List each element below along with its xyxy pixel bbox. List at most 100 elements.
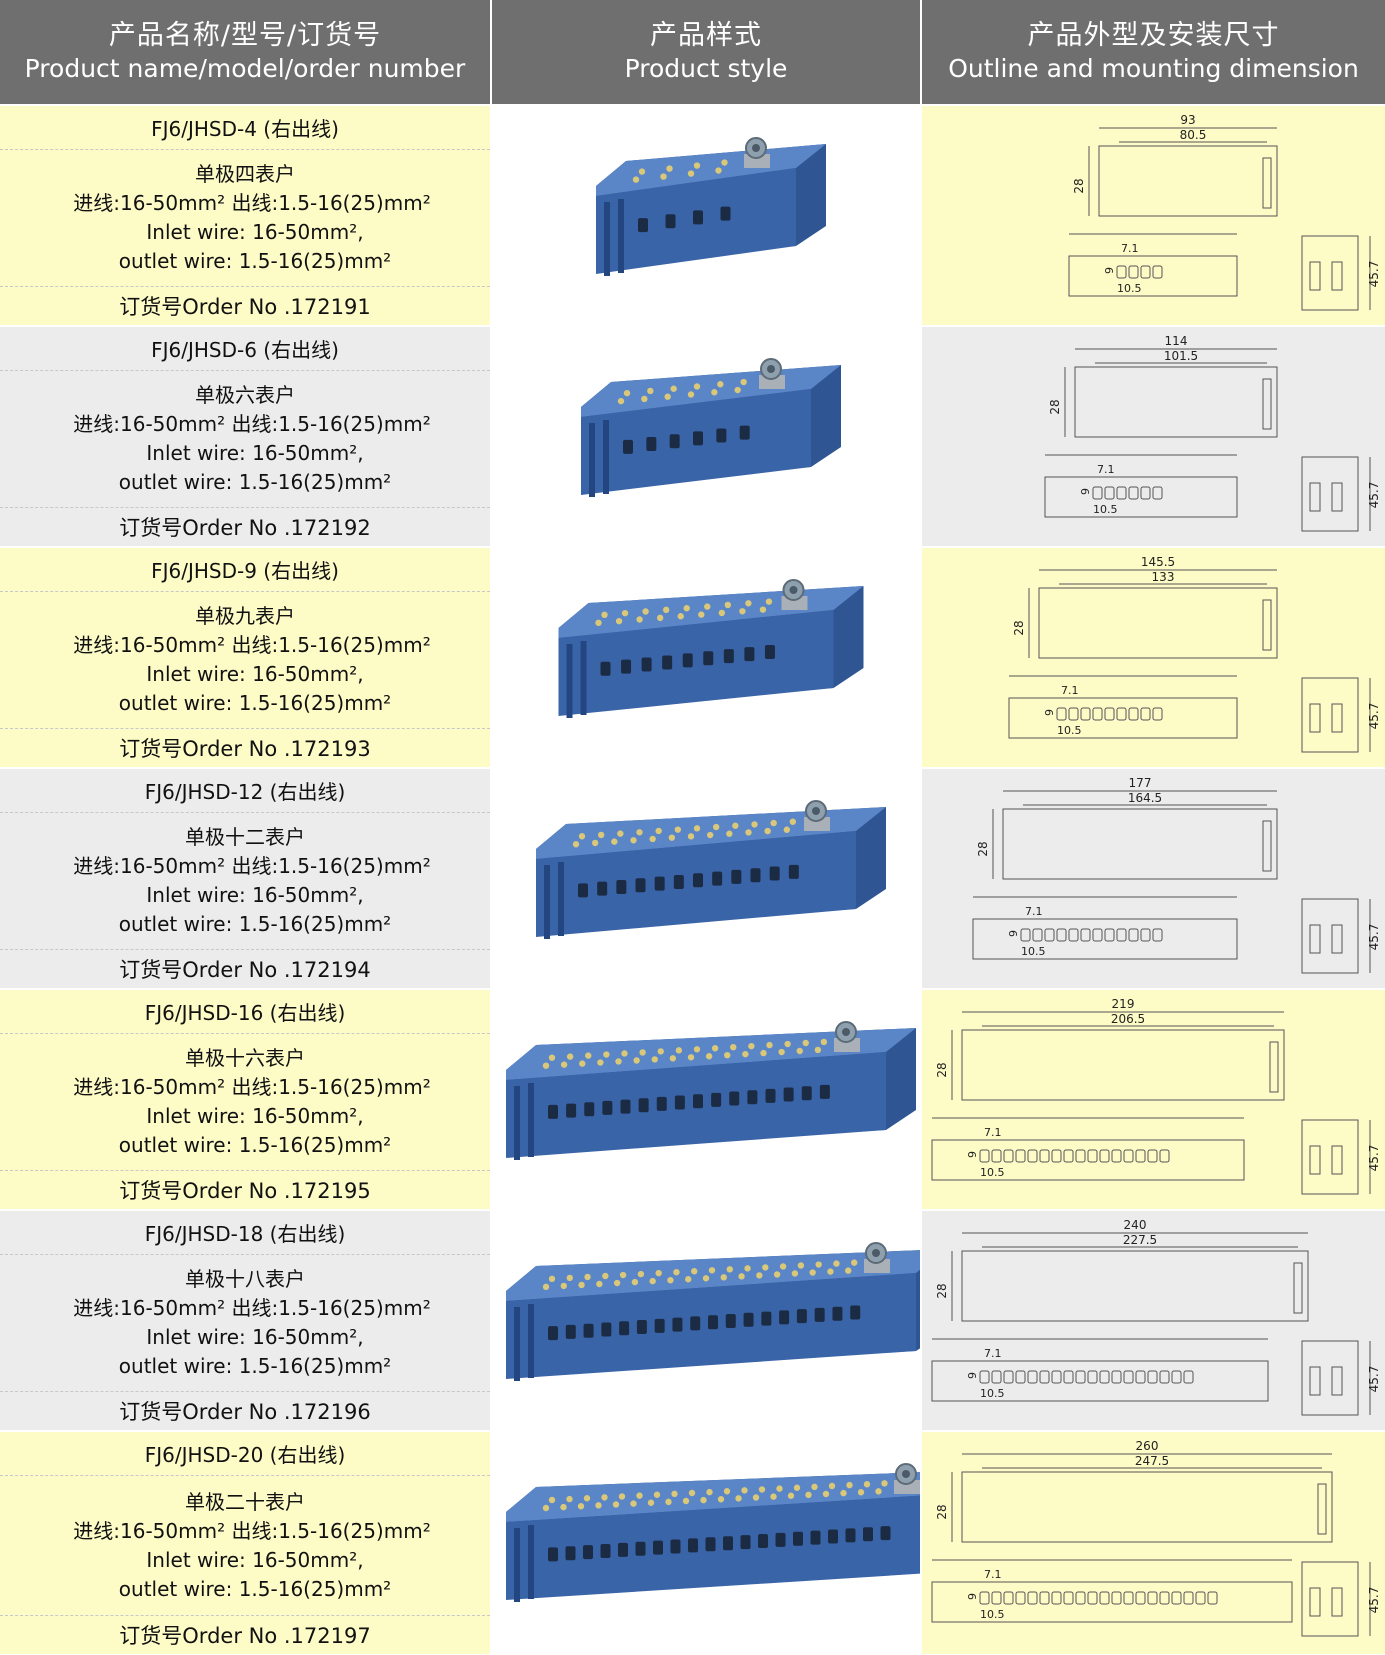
dim-hole: 9 — [966, 1372, 979, 1379]
product-info-cell: FJ6/JHSD-20 (右出线)单极二十表户进线:16-50mm² 出线:1.… — [0, 1432, 492, 1654]
dim-depth: 45.7 — [1367, 1587, 1381, 1614]
dim-pitch: 7.1 — [1121, 242, 1139, 255]
order-number: 订货号Order No .172194 — [119, 958, 371, 982]
spec-inlet: Inlet wire: 16-50mm², — [146, 883, 364, 907]
terminal-block-image — [506, 1463, 976, 1602]
spec-outlet: outlet wire: 1.5-16(25)mm² — [118, 691, 392, 715]
spec-block: 单极九表户进线:16-50mm² 出线:1.5-16(25)mm² Inlet w… — [0, 592, 490, 729]
terminal-block-image — [596, 137, 826, 276]
model-name: FJ6/JHSD-16 (右出线) — [0, 990, 490, 1034]
product-image-cell — [492, 990, 922, 1209]
dim-gap: 10.5 — [980, 1166, 1005, 1179]
spec-wire-zh: 进线:16-50mm² 出线:1.5-16(25)mm² — [73, 1296, 431, 1320]
dim-height: 28 — [935, 1504, 949, 1519]
dim-overall-length: 240 — [1124, 1218, 1147, 1232]
spec-name-zh: 单极十六表户 — [185, 1046, 305, 1070]
spec-inlet: Inlet wire: 16-50mm², — [146, 220, 364, 244]
dim-gap: 10.5 — [980, 1608, 1005, 1621]
model-name: FJ6/JHSD-9 (右出线) — [0, 548, 490, 592]
model-name: FJ6/JHSD-20 (右出线) — [0, 1432, 490, 1476]
spec-wire-zh: 进线:16-50mm² 出线:1.5-16(25)mm² — [73, 191, 431, 215]
table-row: FJ6/JHSD-18 (右出线)单极十八表户进线:16-50mm² 出线:1.… — [0, 1209, 1385, 1430]
model-name: FJ6/JHSD-12 (右出线) — [0, 769, 490, 813]
dim-hole: 9 — [1079, 488, 1092, 495]
dim-pitch: 7.1 — [984, 1568, 1002, 1581]
spec-block: 单极四表户进线:16-50mm² 出线:1.5-16(25)mm² Inlet w… — [0, 150, 490, 287]
dim-gap: 10.5 — [1021, 945, 1046, 958]
header-col2-en: Product style — [624, 54, 788, 83]
dim-height: 28 — [1012, 620, 1026, 635]
model-name: FJ6/JHSD-6 (右出线) — [0, 327, 490, 371]
dim-gap: 10.5 — [980, 1387, 1005, 1400]
spec-inlet: Inlet wire: 16-50mm², — [146, 662, 364, 686]
dim-height: 28 — [1072, 178, 1086, 193]
product-info-cell: FJ6/JHSD-16 (右出线)单极十六表户进线:16-50mm² 出线:1.… — [0, 990, 492, 1209]
spec-outlet: outlet wire: 1.5-16(25)mm² — [118, 1576, 392, 1601]
product-image-cell — [492, 327, 922, 546]
order-number: 订货号Order No .172196 — [119, 1400, 371, 1424]
product-image-cell — [492, 548, 922, 767]
dim-pitch: 7.1 — [1097, 463, 1115, 476]
product-image-cell — [492, 106, 922, 325]
model-name: FJ6/JHSD-4 (右出线) — [0, 106, 490, 150]
terminal-block-image — [506, 1021, 916, 1160]
header-col3-zh: 产品外型及安装尺寸 — [1027, 20, 1280, 51]
spec-name-zh: 单极四表户 — [195, 162, 295, 186]
product-info-cell: FJ6/JHSD-6 (右出线) 单极六表户进线:16-50mm² 出线:1.5-… — [0, 327, 492, 546]
dim-gap: 10.5 — [1117, 282, 1142, 295]
table-row: FJ6/JHSD-9 (右出线)单极九表户进线:16-50mm² 出线:1.5-… — [0, 546, 1385, 767]
spec-wire-zh: 进线:16-50mm² 出线:1.5-16(25)mm² — [73, 633, 431, 657]
dim-mount-length: 133 — [1152, 570, 1175, 584]
dim-mount-length: 247.5 — [1135, 1454, 1169, 1468]
order-number: 订货号Order No .172193 — [119, 737, 371, 761]
dim-hole: 9 — [966, 1151, 979, 1158]
product-info-cell: FJ6/JHSD-18 (右出线)单极十八表户进线:16-50mm² 出线:1.… — [0, 1211, 492, 1430]
dim-depth: 45.7 — [1367, 703, 1381, 730]
order-number: 订货号Order No .172195 — [119, 1179, 371, 1203]
product-info-cell: FJ6/JHSD-12 (右出线)单极十二表户进线:16-50mm² 出线:1.… — [0, 769, 492, 988]
dim-hole: 9 — [1043, 709, 1056, 716]
header-product-style: 产品样式 Product style — [492, 0, 922, 104]
dim-gap: 10.5 — [1057, 724, 1082, 737]
spec-wire-zh: 进线:16-50mm² 出线:1.5-16(25)mm² — [73, 412, 431, 436]
terminal-block-image — [581, 358, 841, 497]
product-image-cell — [492, 1211, 946, 1430]
table-row: FJ6/JHSD-16 (右出线)单极十六表户进线:16-50mm² 出线:1.… — [0, 988, 1385, 1209]
table-row: FJ6/JHSD-12 (右出线)单极十二表户进线:16-50mm² 出线:1.… — [0, 767, 1385, 988]
spec-outlet: outlet wire: 1.5-16(25)mm² — [118, 470, 392, 494]
dim-overall-length: 93 — [1180, 113, 1195, 127]
spec-name-zh: 单极六表户 — [195, 383, 295, 407]
spec-name-zh: 单极九表户 — [195, 604, 295, 628]
dim-mount-length: 164.5 — [1128, 791, 1162, 805]
dim-mount-length: 227.5 — [1123, 1233, 1157, 1247]
dim-overall-length: 114 — [1165, 334, 1188, 348]
dim-depth: 45.7 — [1367, 924, 1381, 951]
spec-inlet: Inlet wire: 16-50mm², — [146, 1104, 364, 1128]
product-info-cell: FJ6/JHSD-4 (右出线)单极四表户进线:16-50mm² 出线:1.5-… — [0, 106, 492, 325]
dim-hole: 9 — [966, 1593, 979, 1600]
dim-overall-length: 219 — [1112, 997, 1135, 1011]
spec-name-zh: 单极二十表户 — [185, 1489, 305, 1514]
header-name-model-order: 产品名称/型号/订货号 Product name/model/order num… — [0, 0, 492, 104]
dim-overall-length: 145.5 — [1141, 555, 1175, 569]
dim-height: 28 — [935, 1062, 949, 1077]
spec-outlet: outlet wire: 1.5-16(25)mm² — [118, 1354, 392, 1378]
table-row: FJ6/JHSD-4 (右出线)单极四表户进线:16-50mm² 出线:1.5-… — [0, 104, 1385, 325]
dim-height: 28 — [1048, 399, 1062, 414]
header-col2-zh: 产品样式 — [650, 20, 762, 51]
